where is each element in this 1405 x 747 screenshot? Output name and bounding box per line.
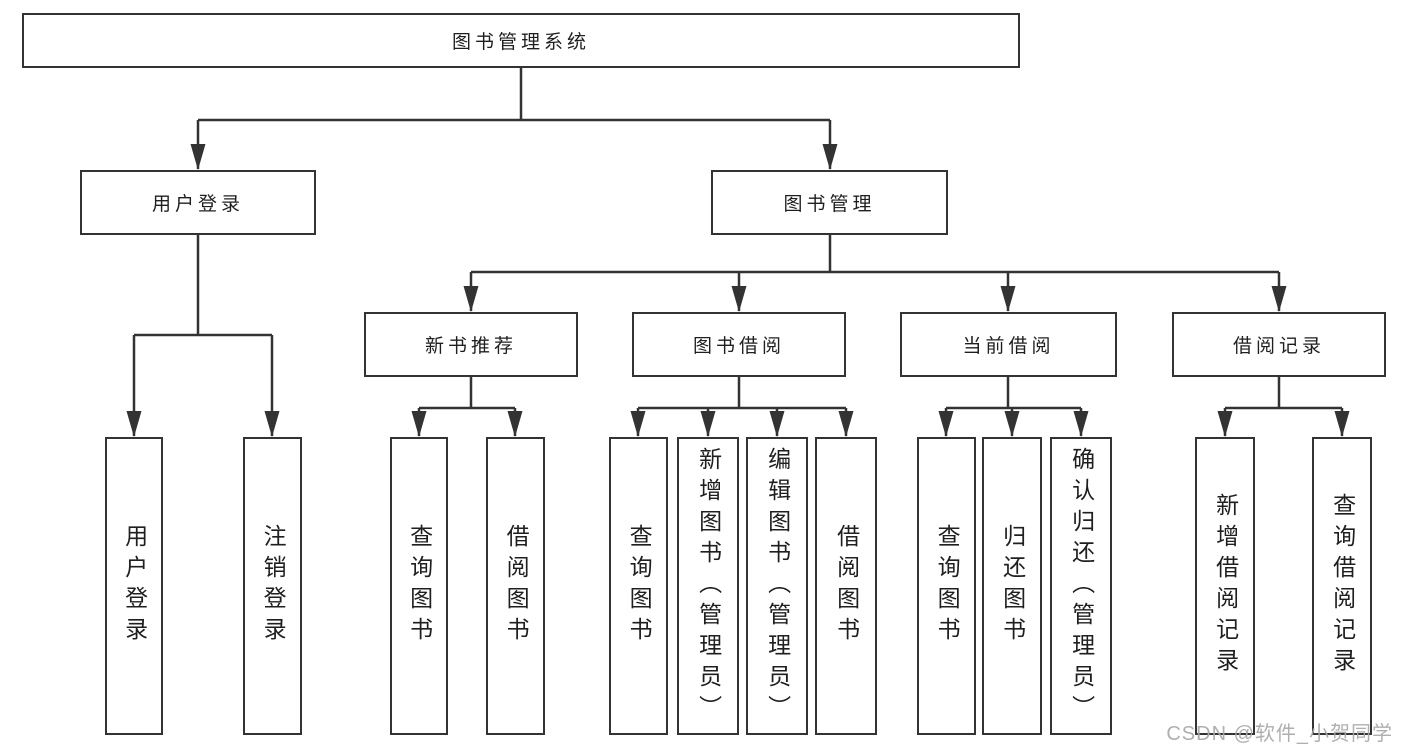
leaf-newbooks-borrow: 借阅图书 <box>486 437 545 735</box>
connector-currentborrow-tee <box>946 377 1081 410</box>
leaf-records-add-label: 新增借阅记录 <box>1212 493 1239 679</box>
connector-bookborrow-tee <box>638 377 846 410</box>
connector-bookmgmt-tee <box>471 235 1279 274</box>
connector-arrows <box>126 120 1350 437</box>
leaf-records-query-label: 查询借阅记录 <box>1329 493 1356 679</box>
leaf-current-return-label: 归还图书 <box>999 524 1026 648</box>
leaf-logout-label: 注销登录 <box>260 524 287 648</box>
leaf-borrow-query: 查询图书 <box>609 437 668 735</box>
leaf-current-query: 查询图书 <box>917 437 976 735</box>
node-root-label: 图书管理系统 <box>451 32 590 53</box>
leaf-current-confirm-admin-label: 确认归还（管理员） <box>1068 446 1095 726</box>
node-user-login-label: 用户登录 <box>151 194 244 215</box>
leaf-borrow-book: 借阅图书 <box>815 437 877 735</box>
node-borrow-records-label: 借阅记录 <box>1232 336 1325 357</box>
node-root: 图书管理系统 <box>22 13 1020 68</box>
node-book-borrow: 图书借阅 <box>632 312 846 377</box>
node-book-management: 图书管理 <box>711 170 948 235</box>
leaf-newbooks-query-label: 查询图书 <box>406 524 433 648</box>
node-current-borrow: 当前借阅 <box>900 312 1117 377</box>
connector-userlogin-tee <box>134 235 272 337</box>
connector-newbooks-tee <box>419 377 515 410</box>
node-borrow-records: 借阅记录 <box>1172 312 1386 377</box>
leaf-user-login-label: 用户登录 <box>121 524 148 648</box>
leaf-borrow-add-admin: 新增图书（管理员） <box>677 437 739 735</box>
leaf-borrow-edit-admin: 编辑图书（管理员） <box>746 437 808 735</box>
leaf-borrow-book-label: 借阅图书 <box>833 524 860 648</box>
node-current-borrow-label: 当前借阅 <box>962 336 1055 357</box>
leaf-logout: 注销登录 <box>243 437 302 735</box>
connector-root-tee <box>198 68 830 122</box>
node-user-login: 用户登录 <box>80 170 316 235</box>
leaf-newbooks-query: 查询图书 <box>390 437 448 735</box>
leaf-records-query: 查询借阅记录 <box>1312 437 1372 735</box>
leaf-current-confirm-admin: 确认归还（管理员） <box>1050 437 1112 735</box>
leaf-borrow-edit-admin-label: 编辑图书（管理员） <box>764 446 791 726</box>
leaf-newbooks-borrow-label: 借阅图书 <box>503 524 530 648</box>
leaf-current-return: 归还图书 <box>982 437 1042 735</box>
leaf-current-query-label: 查询图书 <box>934 524 961 648</box>
leaf-user-login: 用户登录 <box>105 437 163 735</box>
connector-borrowrecords-tee <box>1225 377 1342 410</box>
leaf-borrow-add-admin-label: 新增图书（管理员） <box>695 446 722 726</box>
node-new-book-recommend-label: 新书推荐 <box>424 336 517 357</box>
leaf-records-add: 新增借阅记录 <box>1195 437 1255 735</box>
node-new-book-recommend: 新书推荐 <box>364 312 578 377</box>
csdn-watermark: CSDN @软件_小贺同学 <box>1166 723 1393 745</box>
node-book-management-label: 图书管理 <box>783 194 876 215</box>
node-book-borrow-label: 图书借阅 <box>692 336 785 357</box>
leaf-borrow-query-label: 查询图书 <box>626 524 653 648</box>
